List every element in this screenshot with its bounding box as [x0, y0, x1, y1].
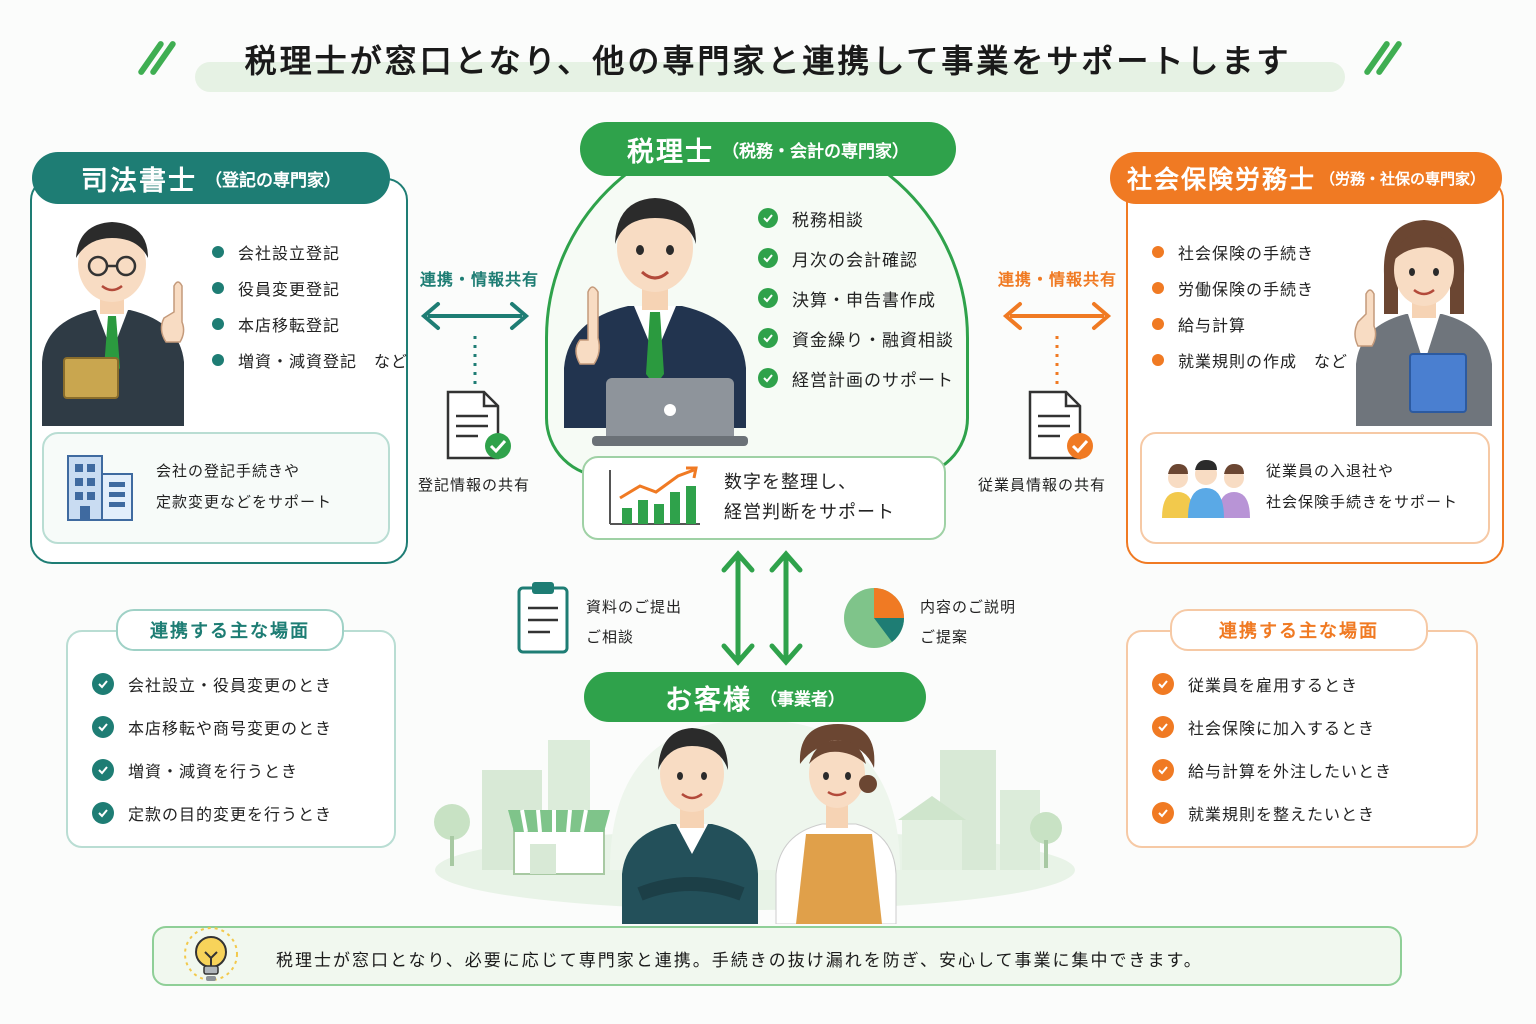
customer-sub: （事業者）	[760, 689, 845, 710]
footer-box	[152, 926, 1402, 986]
bullet-dot	[212, 354, 224, 366]
judicial-name: 司法書士	[81, 165, 197, 197]
bullet-dot	[1152, 246, 1164, 258]
tax-item: 税務相談	[758, 198, 954, 238]
tax-sub: （税務・会計の専門家）	[722, 141, 909, 162]
customer-explain-text: 内容のご説明 ご提案	[920, 598, 1017, 646]
footer-message: 税理士が窓口となり、必要に応じて専門家と連携。手続きの抜け漏れを防ぎ、安心して事…	[276, 951, 1203, 971]
labor-name: 社会保険労務士	[1126, 165, 1316, 194]
labor-item: 労働保険の手続き	[1152, 270, 1348, 306]
tax-item: 決算・申告書作成	[758, 278, 954, 318]
judicial-sub: （登記の専門家）	[205, 170, 341, 191]
judicial-item: 会社設立登記	[212, 234, 408, 270]
building-icon	[67, 455, 133, 521]
check-icon	[92, 672, 114, 695]
judicial-person-illustration	[42, 222, 185, 426]
left-scene-list: 会社設立・役員変更のとき 本店移転や商号変更のとき 増資・減資を行うとき 定款の…	[92, 662, 332, 834]
judicial-summary-text: 会社の登記手続きや 定款変更などをサポート	[156, 462, 333, 511]
left-scene-title: 連携する主な場面	[116, 609, 344, 651]
check-icon	[92, 715, 114, 738]
right-scene-item: 給与計算を外注したいとき	[1152, 748, 1392, 791]
growth-chart-icon	[609, 466, 700, 525]
employees-icon	[1162, 460, 1250, 518]
judicial-item: 本店移転登記	[212, 306, 408, 342]
check-icon	[92, 801, 114, 824]
labor-item-list: 社会保険の手続き 労働保険の手続き 給与計算 就業規則の作成 など	[1152, 234, 1348, 378]
page-title: 税理士が窓口となり、他の専門家と連携して事業をサポートします	[244, 42, 1292, 80]
check-icon	[758, 368, 778, 388]
check-icon	[758, 288, 778, 308]
right-scene-list: 従業員を雇用するとき 社会保険に加入するとき 給与計算を外注したいとき 就業規則…	[1152, 662, 1392, 834]
labor-consultant-illustration	[1354, 220, 1492, 426]
judicial-item: 役員変更登記	[212, 270, 408, 306]
document-check-icon	[1028, 390, 1093, 460]
labor-item: 給与計算	[1152, 306, 1348, 342]
check-icon	[758, 208, 778, 228]
right-scene-item: 社会保険に加入するとき	[1152, 705, 1392, 748]
check-icon	[1152, 715, 1174, 738]
right-scene-box	[1126, 630, 1478, 848]
lightbulb-icon	[184, 927, 238, 981]
right-scene-item: 就業規則を整えたいとき	[1152, 791, 1392, 834]
check-icon	[1152, 758, 1174, 781]
tax-header: 税理士 （税務・会計の専門家）	[580, 122, 956, 176]
tax-summary-box	[582, 456, 946, 540]
check-icon	[1152, 801, 1174, 824]
bullet-dot	[1152, 282, 1164, 294]
bullet-dot	[212, 282, 224, 294]
judicial-header: 司法書士 （登記の専門家）	[32, 152, 390, 204]
customer-exchange-arrows	[721, 550, 803, 666]
left-scene-item: 会社設立・役員変更のとき	[92, 662, 332, 705]
left-link-arrow	[420, 302, 530, 386]
right-link-arrow	[1002, 302, 1112, 386]
left-scene-item: 増資・減資を行うとき	[92, 748, 332, 791]
tax-name: 税理士	[627, 136, 714, 168]
left-scene-item: 定款の目的変更を行うとき	[92, 791, 332, 834]
bullet-dot	[212, 318, 224, 330]
bullet-dot	[212, 246, 224, 258]
customer-header: お客様 （事業者）	[584, 672, 926, 722]
document-check-icon	[446, 390, 511, 460]
right-link-label: 連携・情報共有	[998, 270, 1118, 289]
labor-item: 社会保険の手続き	[1152, 234, 1348, 270]
tax-item-list: 税務相談 月次の会計確認 決算・申告書作成 資金繰り・融資相談 経営計画のサポー…	[758, 198, 954, 398]
right-scene-title: 連携する主な場面	[1170, 609, 1428, 651]
check-icon	[758, 328, 778, 348]
labor-header: 社会保険労務士 （労務・社保の専門家）	[1110, 152, 1502, 204]
bullet-dot	[1152, 318, 1164, 330]
tax-accountant-illustration	[564, 198, 748, 446]
left-scene-item: 本店移転や商号変更のとき	[92, 705, 332, 748]
labor-sub: （労務・社保の専門家）	[1320, 169, 1486, 188]
bullet-dot	[1152, 354, 1164, 366]
title-underline	[195, 62, 1345, 92]
right-doc-label: 従業員情報の共有	[978, 476, 1107, 494]
tax-item: 資金繰り・融資相談	[758, 318, 954, 358]
judicial-item-list: 会社設立登記 役員変更登記 本店移転登記 増資・減資登記 など	[212, 234, 408, 378]
customer-name: お客様	[665, 684, 752, 716]
labor-summary-text: 従業員の入退社や 社会保険手続きをサポート	[1266, 462, 1459, 511]
customer-submit-text: 資料のご提出 ご相談	[586, 598, 683, 646]
labor-summary-box	[1140, 432, 1490, 544]
tax-summary-text: 数字を整理し、 経営判断をサポート	[724, 472, 895, 523]
pie-chart-icon	[844, 588, 904, 648]
labor-item: 就業規則の作成 など	[1152, 342, 1348, 378]
tax-item: 経営計画のサポート	[758, 358, 954, 398]
tax-item: 月次の会計確認	[758, 238, 954, 278]
customer-people-illustration	[622, 724, 897, 924]
check-icon	[92, 758, 114, 781]
clipboard-icon	[517, 582, 569, 654]
left-doc-label: 登記情報の共有	[418, 476, 531, 494]
check-icon	[758, 248, 778, 268]
right-scene-item: 従業員を雇用するとき	[1152, 662, 1392, 705]
left-link-label: 連携・情報共有	[420, 270, 540, 289]
judicial-item: 増資・減資登記 など	[212, 342, 408, 378]
check-icon	[1152, 672, 1174, 695]
